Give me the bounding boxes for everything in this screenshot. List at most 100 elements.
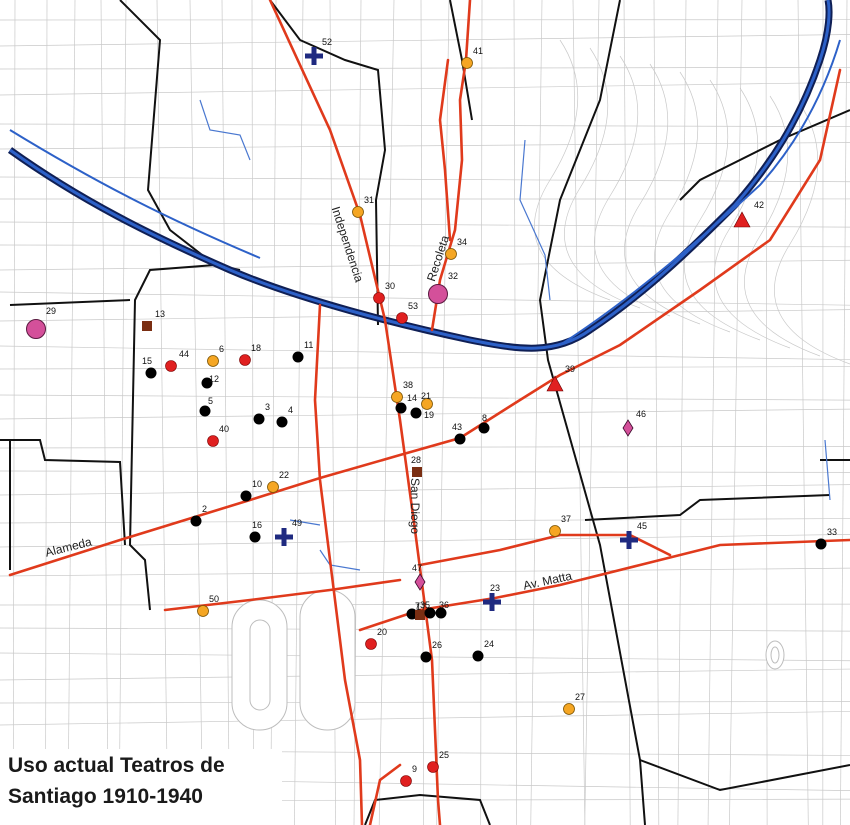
theatre-label-37: 37 xyxy=(561,514,572,524)
theatre-marker-5 xyxy=(199,405,211,417)
theatre-marker-50 xyxy=(197,605,209,617)
street-line xyxy=(0,123,850,128)
theatre-marker-40 xyxy=(207,435,219,447)
theatre-marker-17 xyxy=(415,610,425,620)
canal xyxy=(519,139,551,301)
avenue xyxy=(163,578,402,612)
park-racecourse xyxy=(299,589,356,731)
theatre-label-50: 50 xyxy=(209,594,220,604)
theatre-label-9: 9 xyxy=(412,764,418,774)
street-line xyxy=(480,0,483,825)
avenue xyxy=(8,68,842,577)
theatre-marker-18 xyxy=(239,354,251,366)
theatre-label-23: 23 xyxy=(490,583,501,593)
theatre-marker-35 xyxy=(424,607,436,619)
theatre-label-21: 21 xyxy=(421,391,432,401)
district-line xyxy=(584,494,831,521)
street-line xyxy=(67,0,76,825)
street-line xyxy=(0,711,850,726)
theatre-markers xyxy=(26,47,827,787)
theatre-marker-16 xyxy=(249,531,261,543)
theatre-marker-20 xyxy=(365,638,377,650)
theatre-label-28: 28 xyxy=(411,455,422,465)
street-line xyxy=(0,345,850,361)
theatre-marker-9 xyxy=(400,775,412,787)
hill-street xyxy=(714,87,791,349)
theatre-label-34: 34 xyxy=(457,237,468,247)
theatre-label-2: 2 xyxy=(202,504,208,514)
theatre-label-38: 38 xyxy=(403,380,414,390)
hill-street xyxy=(624,63,701,325)
street-line xyxy=(729,0,743,825)
street-line xyxy=(0,244,850,248)
canal xyxy=(559,39,841,346)
theatre-marker-43 xyxy=(454,433,466,445)
theatre-label-14: 14 xyxy=(407,393,418,403)
theatre-label-7: 7 xyxy=(415,601,421,611)
theatre-label-16: 16 xyxy=(252,520,263,530)
theatre-label-42: 42 xyxy=(754,200,765,210)
theatre-label-4: 4 xyxy=(288,405,294,415)
canal xyxy=(289,519,321,526)
map-title-line1: Uso actual Teatros de xyxy=(8,754,225,777)
theatre-marker-28 xyxy=(412,467,422,477)
hill-street xyxy=(684,79,761,341)
street-line xyxy=(0,291,850,306)
title-panel xyxy=(0,749,282,825)
street-line xyxy=(0,366,850,370)
district-line xyxy=(128,264,216,611)
street-line xyxy=(189,0,204,825)
hill-street xyxy=(654,71,731,333)
street-line xyxy=(0,701,850,704)
mapocho-river xyxy=(9,0,831,350)
theatre-marker-11 xyxy=(292,351,304,363)
theatre-marker-41 xyxy=(461,57,473,69)
theatre-label-36: 36 xyxy=(439,600,450,610)
theatre-label-19: 19 xyxy=(424,410,435,420)
street-line xyxy=(420,0,424,825)
theatre-marker-29 xyxy=(26,319,46,339)
theatre-marker-4 xyxy=(276,416,288,428)
canal xyxy=(319,549,361,571)
hill-street xyxy=(774,103,850,365)
street-line xyxy=(0,142,850,150)
theatre-label-44: 44 xyxy=(179,349,190,359)
district-line xyxy=(639,759,850,792)
street-line xyxy=(0,484,850,496)
theatre-marker-36 xyxy=(435,607,447,619)
theatre-marker-19 xyxy=(410,407,422,419)
theatre-label-32: 32 xyxy=(448,271,459,281)
street-line xyxy=(0,470,850,473)
avenue xyxy=(438,58,452,242)
street-line xyxy=(0,66,850,70)
street-line xyxy=(294,0,304,825)
street-line xyxy=(572,0,586,825)
map-title-line2: Santiago 1910-1940 xyxy=(8,785,203,808)
theatre-label-41: 41 xyxy=(473,46,484,56)
street-line xyxy=(840,0,848,825)
street-line xyxy=(0,518,850,524)
street-line xyxy=(0,534,850,548)
street-line xyxy=(0,408,850,420)
theatre-marker-12 xyxy=(201,377,213,389)
theatre-marker-10 xyxy=(240,490,252,502)
theatre-label-30: 30 xyxy=(385,281,396,291)
theatre-label-6: 6 xyxy=(219,344,225,354)
park-roundabout-inner xyxy=(770,646,780,664)
theatre-marker-25 xyxy=(427,761,439,773)
street-line xyxy=(100,0,109,825)
theatre-label-53: 53 xyxy=(408,301,419,311)
theatre-label-52: 52 xyxy=(322,37,333,47)
theatre-label-15: 15 xyxy=(142,356,153,366)
street-line xyxy=(0,221,850,228)
theatre-marker-53 xyxy=(396,312,408,324)
theatre-label-47: 47 xyxy=(412,563,423,573)
rivers-and-canals xyxy=(7,0,841,571)
street-line xyxy=(0,82,850,96)
theatre-marker-44 xyxy=(165,360,177,372)
street-line xyxy=(436,0,450,825)
theatre-marker-15 xyxy=(145,367,157,379)
